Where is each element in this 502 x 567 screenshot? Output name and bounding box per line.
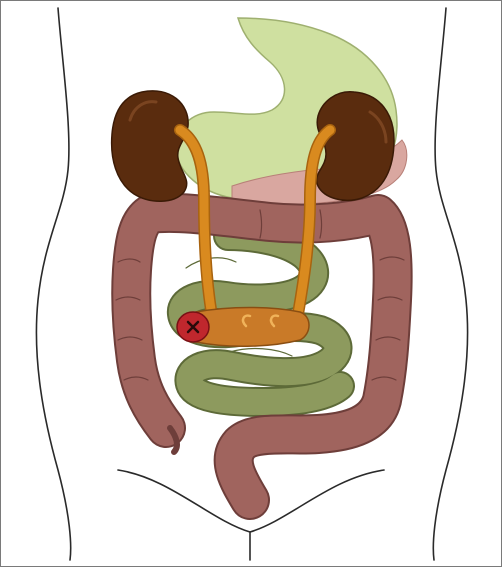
ileal-conduit	[196, 308, 309, 347]
left-kidney	[112, 91, 189, 201]
stoma	[177, 312, 209, 342]
